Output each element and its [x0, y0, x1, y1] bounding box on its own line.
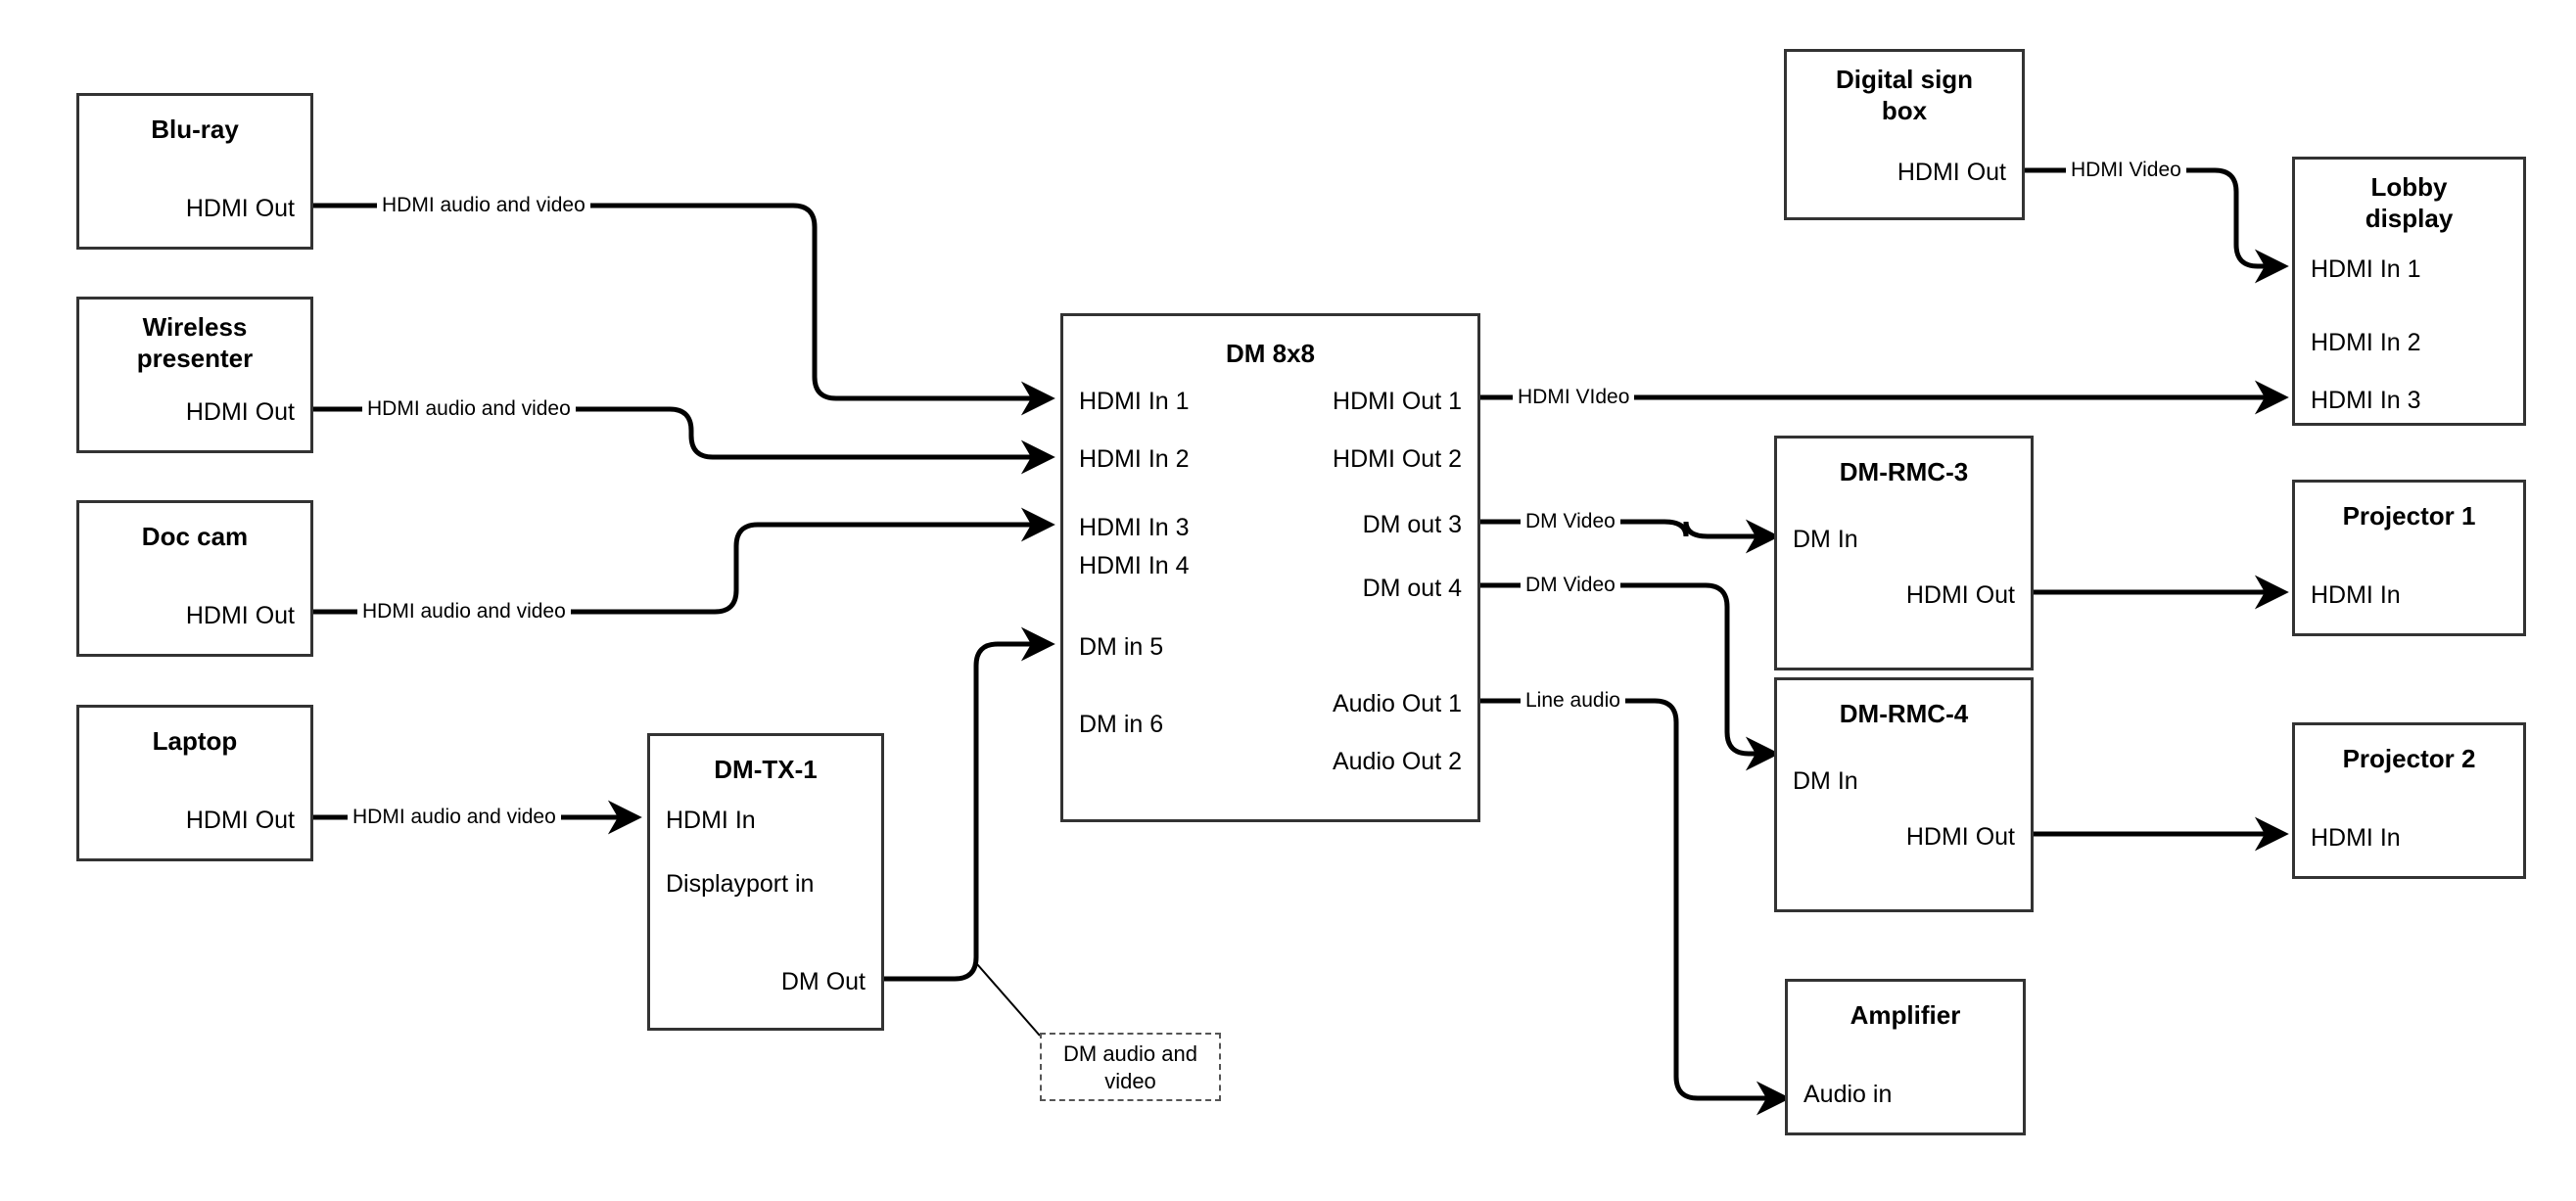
node-digital-sign-box-port-hdmi-out: HDMI Out [1897, 159, 2006, 186]
node-bluray-title: Blu-ray [151, 115, 239, 144]
node-lobby-display-port-hdmi-in-3: HDMI In 3 [2311, 387, 2421, 414]
node-projector-1-title: Projector 1 [2342, 501, 2476, 531]
wire-signbox-to-lobby-in1 [1849, 167, 2289, 284]
node-dm-tx-1[interactable]: DM-TX-1 HDMI In Displayport in DM Out [647, 733, 884, 1031]
node-lobby-display-port-hdmi-in-2: HDMI In 2 [2311, 329, 2421, 356]
node-dm-8x8-port-hdmi-in-2: HDMI In 2 [1079, 445, 1190, 473]
wire-label-wireless-to-dm-in2: HDMI audio and video [362, 397, 576, 421]
wire-wireless-to-dm-in2 [313, 406, 1055, 475]
wire-doccam-to-dm-in3 [313, 507, 1055, 615]
wire-label-dmout4-to-rmc4: DM Video [1521, 574, 1620, 597]
node-wireless-presenter-port-hdmi-out: HDMI Out [185, 398, 295, 426]
node-dm-8x8-title: DM 8x8 [1225, 339, 1316, 368]
node-projector-2-port-hdmi-in: HDMI In [2311, 824, 2401, 852]
node-lobby-display[interactable]: Lobby display HDMI In 1 HDMI In 2 HDMI I… [2292, 157, 2526, 426]
wire-label-dmout3-to-rmc3: DM Video [1521, 510, 1620, 533]
node-dm-rmc-3-title: DM-RMC-3 [1839, 457, 1969, 486]
node-dm-rmc-3[interactable]: DM-RMC-3 DM In HDMI Out [1774, 436, 2034, 670]
node-wireless-presenter-title-line2: presenter [136, 344, 254, 373]
node-dm-8x8-port-hdmi-out-1: HDMI Out 1 [1333, 388, 1462, 415]
node-dm-rmc-4[interactable]: DM-RMC-4 DM In HDMI Out [1774, 677, 2034, 912]
node-wireless-presenter-title-line1: Wireless [142, 312, 248, 342]
node-doc-cam[interactable]: Doc cam HDMI Out [76, 500, 313, 657]
node-digital-sign-box[interactable]: Digital sign box HDMI Out [1784, 49, 2025, 220]
node-laptop-port-hdmi-out: HDMI Out [185, 807, 295, 834]
node-lobby-display-title-line1: Lobby [2370, 172, 2448, 202]
node-doc-cam-port-hdmi-out: HDMI Out [185, 602, 295, 629]
node-amplifier-title: Amplifier [1850, 1000, 1961, 1030]
node-laptop-title: Laptop [152, 726, 238, 756]
node-dm-8x8-port-dm-in-6: DM in 6 [1079, 711, 1164, 738]
wire-dmtx1-out-to-dm-in5 [884, 626, 1055, 982]
node-dm-tx-1-port-displayport-in: Displayport in [666, 870, 815, 898]
wire-label-bluray-to-dm-in1: HDMI audio and video [377, 194, 590, 217]
node-dm-tx-1-title: DM-TX-1 [714, 755, 818, 784]
node-lobby-display-port-hdmi-in-1: HDMI In 1 [2311, 255, 2421, 283]
node-projector-2[interactable]: Projector 2 HDMI In [2292, 722, 2526, 879]
wire-label-signbox-to-lobby-in1: HDMI Video [2066, 159, 2186, 182]
node-laptop[interactable]: Laptop HDMI Out [76, 705, 313, 861]
node-dm-8x8-port-hdmi-in-1: HDMI In 1 [1079, 388, 1190, 415]
node-projector-1-port-hdmi-in: HDMI In [2311, 581, 2401, 609]
wire-label-laptop-to-dmtx1: HDMI audio and video [348, 806, 561, 829]
node-dm-8x8-port-hdmi-out-2: HDMI Out 2 [1333, 445, 1462, 473]
node-lobby-display-title-line2: display [2365, 204, 2454, 233]
wire-dm-out3-to-rmc3-in [1480, 519, 1780, 554]
node-digital-sign-box-title-line2: box [1881, 96, 1928, 125]
node-dm-rmc-3-port-dm-in: DM In [1793, 526, 1858, 553]
node-digital-sign-box-title-line1: Digital sign [1835, 65, 1974, 94]
node-dm-8x8-port-hdmi-in-3: HDMI In 3 [1079, 514, 1190, 541]
node-dm-8x8-port-dm-in-5: DM in 5 [1079, 633, 1164, 661]
node-bluray-port-hdmi-out: HDMI Out [185, 195, 295, 222]
node-dm-8x8-port-audio-out-2: Audio Out 2 [1332, 748, 1462, 775]
wire-label-doccam-to-dm-in3: HDMI audio and video [357, 600, 571, 624]
node-dm-rmc-3-port-hdmi-out: HDMI Out [1905, 581, 2015, 609]
wire-label-audioout1-to-amplifier: Line audio [1521, 689, 1625, 713]
node-dm-tx-1-port-hdmi-in: HDMI In [666, 807, 756, 834]
node-wireless-presenter[interactable]: Wireless presenter HDMI Out [76, 297, 313, 453]
note-dm-audio-and-video-line2: video [1104, 1069, 1156, 1093]
note-leader-line [976, 963, 1041, 1037]
node-projector-1[interactable]: Projector 1 HDMI In [2292, 480, 2526, 636]
node-amplifier-port-audio-in: Audio in [1803, 1081, 1893, 1108]
node-dm-8x8[interactable]: DM 8x8 HDMI In 1 HDMI In 2 HDMI In 3 HDM… [1060, 313, 1480, 822]
node-doc-cam-title: Doc cam [141, 522, 249, 551]
node-dm-tx-1-port-dm-out: DM Out [780, 968, 866, 995]
node-dm-rmc-4-port-hdmi-out: HDMI Out [1905, 823, 2015, 851]
note-dm-audio-and-video: DM audio and video [1040, 1033, 1221, 1101]
node-projector-2-title: Projector 2 [2342, 744, 2476, 773]
note-dm-audio-and-video-line1: DM audio and [1063, 1041, 1197, 1066]
node-dm-rmc-4-title: DM-RMC-4 [1839, 699, 1969, 728]
node-bluray[interactable]: Blu-ray HDMI Out [76, 93, 313, 250]
wire-label-hdmiout1-to-lobby-in3: HDMI VIdeo [1513, 386, 1635, 409]
node-dm-8x8-port-dm-out-3: DM out 3 [1362, 511, 1462, 538]
node-dm-8x8-port-dm-out-4: DM out 4 [1362, 575, 1462, 602]
node-dm-8x8-port-hdmi-in-4: HDMI In 4 [1079, 552, 1190, 579]
wire-bluray-to-dm-in1 [313, 203, 1055, 416]
wire-dm-out4-to-rmc4-in [1480, 582, 1780, 771]
wire-dm-audioout1-to-amplifier [1480, 698, 1791, 1116]
node-dm-rmc-4-port-dm-in: DM In [1793, 767, 1858, 795]
node-dm-8x8-port-audio-out-1: Audio Out 1 [1332, 690, 1462, 717]
node-amplifier[interactable]: Amplifier Audio in [1785, 979, 2026, 1135]
